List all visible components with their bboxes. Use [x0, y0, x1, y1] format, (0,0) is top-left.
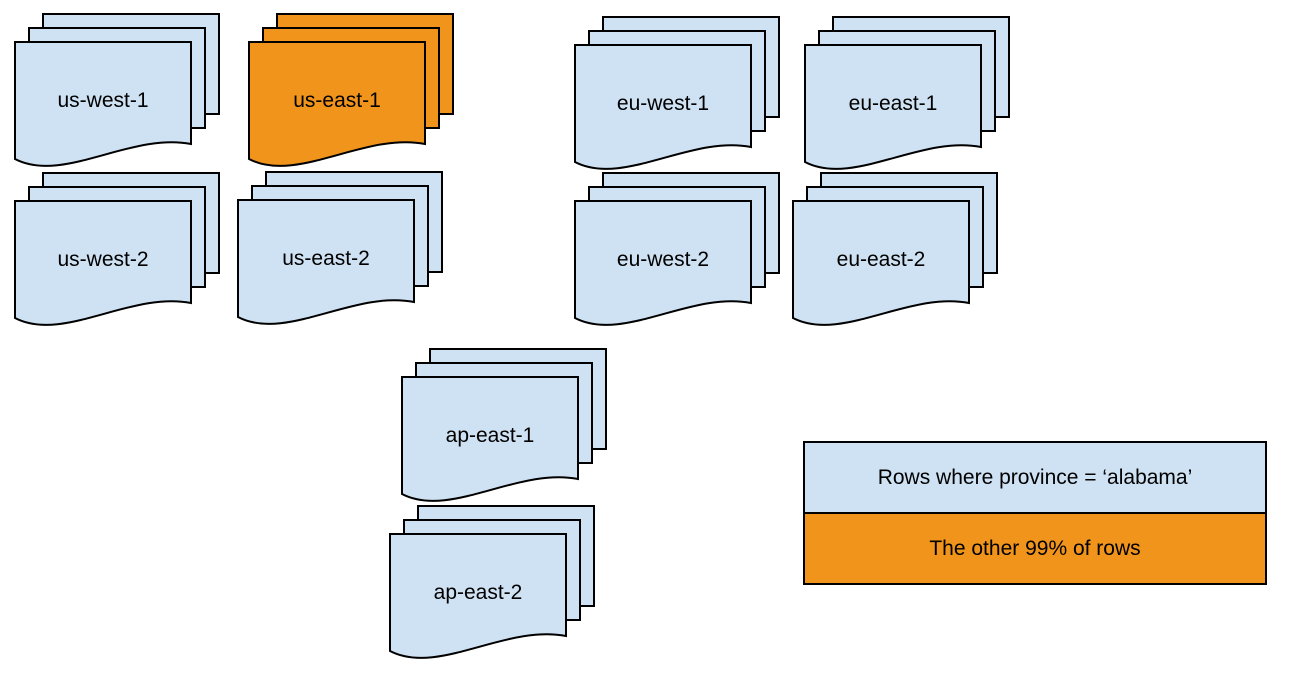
legend: Rows where province = ‘alabama’ The othe… [803, 441, 1267, 585]
region-stack-eu-east-1: eu-east-1 [804, 16, 1010, 172]
region-label: eu-east-2 [837, 248, 926, 271]
region-stack-eu-east-2: eu-east-2 [792, 172, 998, 328]
front-document-shape [14, 200, 192, 326]
front-document-shape [574, 44, 752, 170]
region-stack-eu-west-1: eu-west-1 [574, 16, 780, 172]
front-document-shape [237, 199, 415, 325]
front-document-shape [389, 533, 567, 659]
legend-item-label: Rows where province = ‘alabama’ [877, 465, 1193, 489]
legend-item-other-rows: The other 99% of rows [805, 512, 1265, 583]
document-stack-graphic: eu-west-2 [574, 172, 780, 326]
region-label: eu-east-1 [849, 92, 938, 115]
region-label: us-west-1 [57, 89, 148, 112]
legend-item-label: The other 99% of rows [929, 536, 1141, 560]
region-stack-ap-east-2: ap-east-2 [389, 505, 595, 661]
legend-item-alabama-rows: Rows where province = ‘alabama’ [805, 443, 1265, 512]
region-label: ap-east-1 [446, 424, 535, 447]
region-stack-us-west-2: us-west-2 [14, 172, 220, 328]
region-stack-ap-east-1: ap-east-1 [401, 348, 607, 504]
region-label: eu-west-1 [617, 92, 709, 115]
front-document-shape [401, 376, 579, 502]
front-document-shape [574, 200, 752, 326]
region-label: eu-west-2 [617, 248, 709, 271]
region-stack-us-east-2: us-east-2 [237, 171, 443, 327]
front-document-shape [14, 41, 192, 167]
document-stack-graphic: eu-east-1 [804, 16, 1010, 170]
front-document-shape [804, 44, 982, 170]
document-stack-graphic: us-east-1 [248, 13, 454, 167]
document-stack-graphic: us-west-2 [14, 172, 220, 326]
document-stack-graphic: us-east-2 [237, 171, 443, 325]
region-label: us-east-1 [293, 89, 381, 112]
front-document-shape [248, 41, 426, 167]
region-stack-us-east-1: us-east-1 [248, 13, 454, 169]
document-stack-graphic: eu-west-1 [574, 16, 780, 170]
front-document-shape [792, 200, 970, 326]
document-stack-graphic: ap-east-2 [389, 505, 595, 659]
document-stack-graphic: ap-east-1 [401, 348, 607, 502]
region-stack-eu-west-2: eu-west-2 [574, 172, 780, 328]
region-label: us-west-2 [57, 248, 148, 271]
region-stack-us-west-1: us-west-1 [14, 13, 220, 169]
region-label: ap-east-2 [434, 581, 523, 604]
region-label: us-east-2 [282, 247, 370, 270]
document-stack-graphic: eu-east-2 [792, 172, 998, 326]
document-stack-graphic: us-west-1 [14, 13, 220, 167]
